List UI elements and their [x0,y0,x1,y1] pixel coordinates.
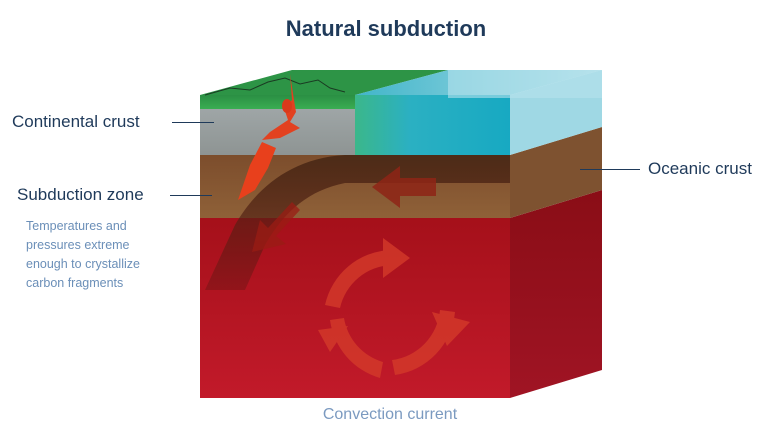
label-oceanic-crust: Oceanic crust [648,159,752,178]
circular-arrows-icon [318,238,470,378]
label-subduction-zone: Subduction zone [17,185,144,204]
note-line: pressures extreme [26,238,130,252]
land-top [200,70,448,95]
ocean-shallow [448,70,602,98]
leader-subduction-zone [170,195,212,196]
label-continental-crust: Continental crust [12,112,140,131]
subducting-slab [205,155,510,290]
leader-oceanic-crust [580,169,640,170]
arrow-left-icon [372,166,436,208]
leader-continental-crust [172,122,214,123]
magma-chamber [282,99,292,113]
page-title: Natural subduction [285,16,487,41]
subduction-note: Temperatures and pressures extreme enoug… [26,217,206,293]
oceanic-crust-side [510,127,602,218]
note-line: Temperatures and [26,219,127,233]
arrow-down-left-icon [252,202,300,252]
mountain-outline [204,77,346,96]
magma-plume [238,142,276,200]
note-line: carbon fragments [26,276,124,290]
ocean-front [355,95,510,155]
land-surface [200,95,355,109]
caption-convection-current: Convection current [322,406,458,423]
note-line: enough to crystallize [26,257,140,271]
magma-conduit [262,74,300,140]
mantle-side [510,190,602,398]
